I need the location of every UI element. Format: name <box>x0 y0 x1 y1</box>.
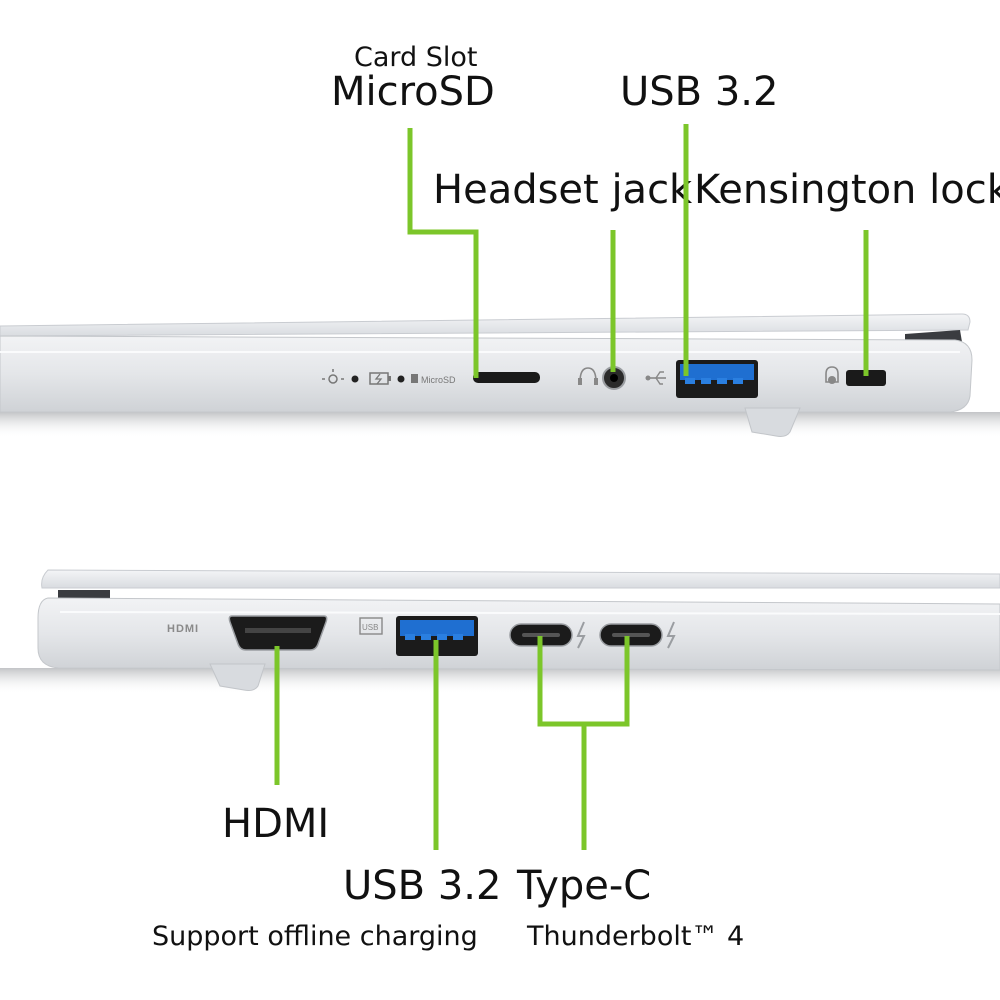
microsd-label: MicroSD <box>331 69 495 115</box>
card-slot-caption: Card Slot <box>354 42 478 73</box>
power-indicator-icon <box>322 369 359 384</box>
usb-offline-charging-label: Support offline charging <box>152 921 478 952</box>
usb-charging-icon: USB <box>359 617 383 635</box>
usb-bottom-label: USB 3.2 <box>343 863 502 909</box>
laptop-left-side <box>0 569 1000 694</box>
usb-a-port-bottom <box>396 616 478 656</box>
headset-jack-label: Headset jack <box>433 167 693 213</box>
kensington-icon <box>825 366 839 384</box>
hdmi-label: HDMI <box>222 801 330 847</box>
thunderbolt-icon-2 <box>666 621 676 649</box>
microsd-chassis-text: MicroSD <box>421 375 456 385</box>
hdmi-chassis-text: HDMI <box>167 623 199 635</box>
thunderbolt-label: Thunderbolt™ 4 <box>527 921 745 952</box>
usb-top-label: USB 3.2 <box>620 69 779 115</box>
headset-icon <box>578 367 598 385</box>
kensington-slot <box>846 370 886 386</box>
microsd-callout-line <box>407 128 479 378</box>
hdmi-port <box>228 615 328 651</box>
type-c-port-2 <box>599 623 663 647</box>
usb-chassis-text: USB <box>362 623 378 632</box>
kensington-lock-label: Kensington lock <box>694 167 1000 213</box>
microsd-slot <box>473 372 540 383</box>
type-c-label: Type-C <box>517 863 652 909</box>
usb-a-port-top <box>676 360 758 398</box>
battery-indicator-icon <box>369 372 405 385</box>
thunderbolt-icon-1 <box>576 621 586 649</box>
microsd-chassis-marking: MicroSD <box>411 374 456 385</box>
usb-icon <box>645 371 666 385</box>
